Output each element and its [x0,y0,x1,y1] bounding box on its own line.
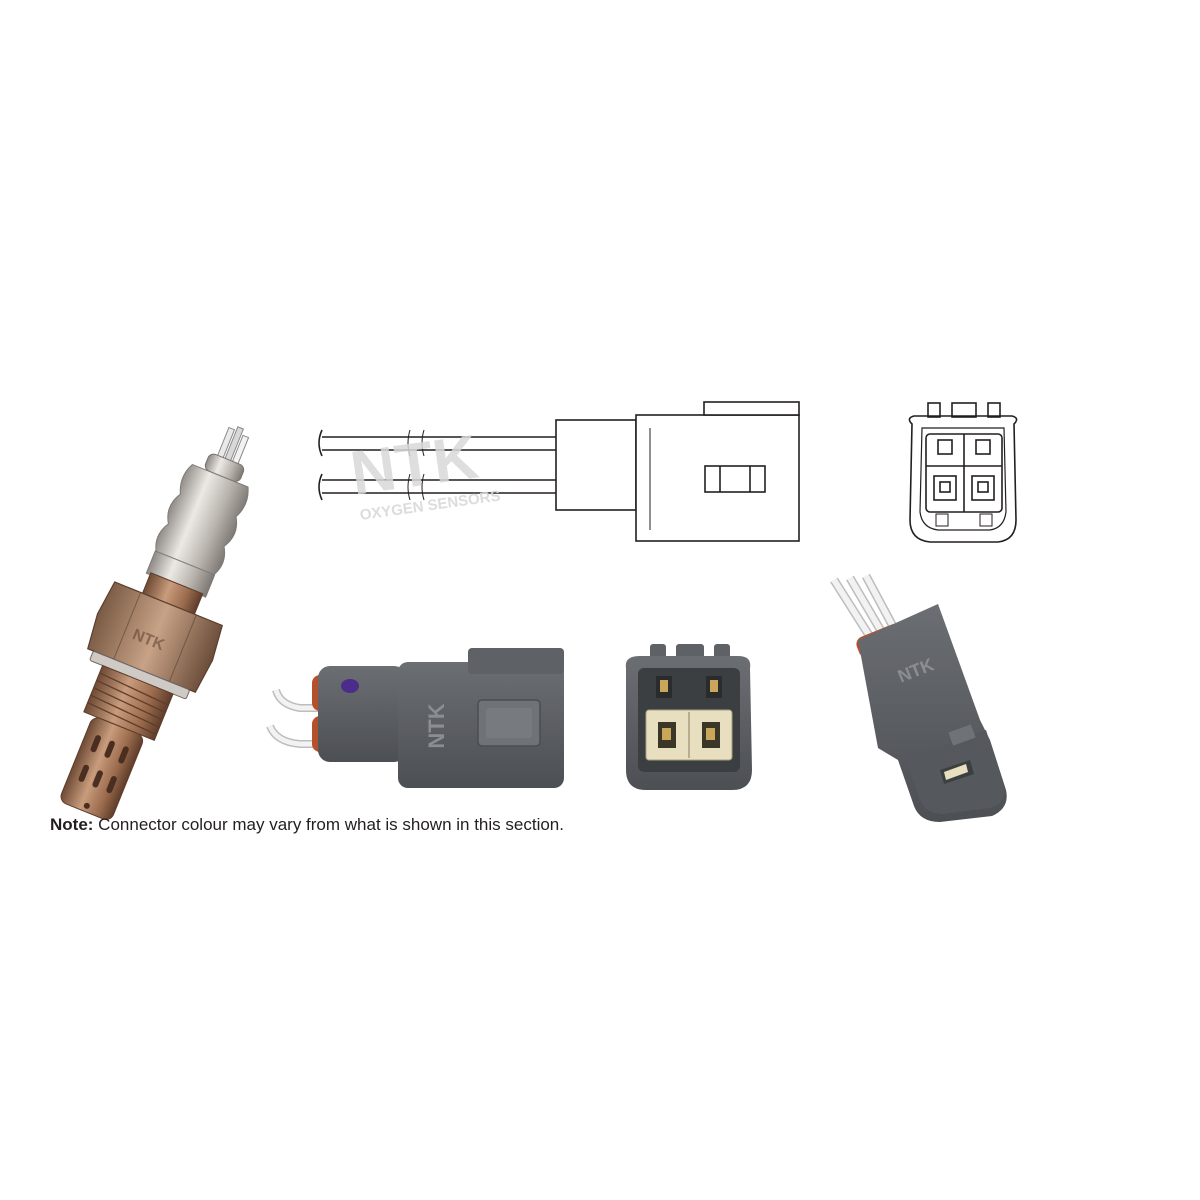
connector-angled-photo: NTK [830,573,1007,822]
connector-brand-label: NTK [424,703,449,748]
connector-side-drawing [318,401,800,542]
ntk-watermark: NTK OXYGEN SENSORS [346,422,501,524]
connector-side-photo: NTK [266,648,564,788]
connector-face-drawing [908,402,1018,543]
oxygen-sensor-photo: NTK [60,426,250,820]
connector-face-photo [625,644,752,790]
seal-marker-dot [341,679,359,693]
note-text: Connector colour may vary from what is s… [93,815,564,834]
note-label: Note: [50,815,94,834]
sensor-thread [83,664,174,741]
connector-colour-note: Note: Connector colour may vary from wha… [50,815,564,835]
